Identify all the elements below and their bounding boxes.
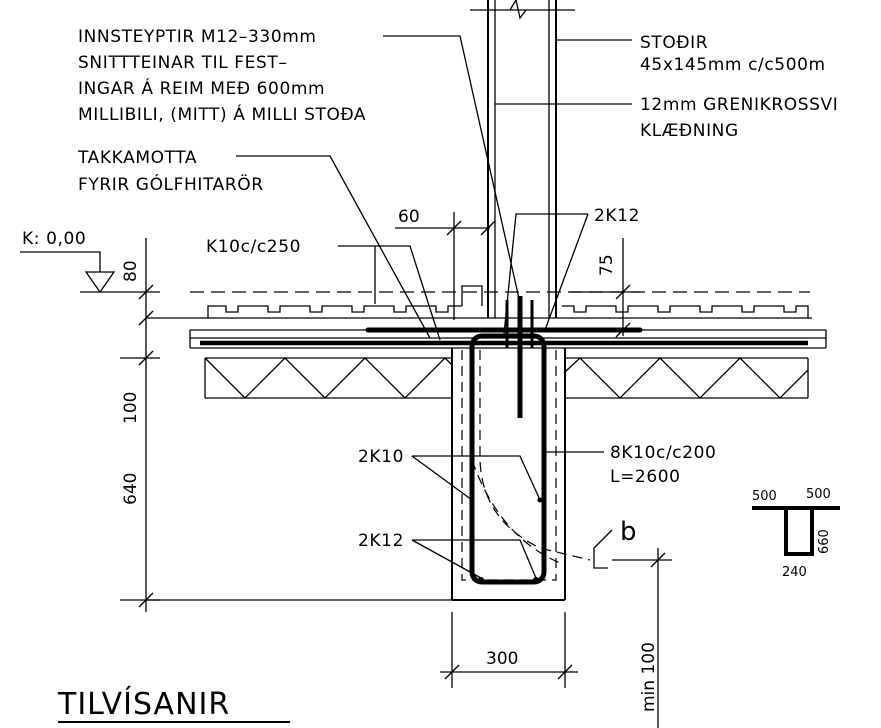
dim-60: 60 — [395, 207, 496, 320]
plywood-note: 12mm GRENIKROSSVI KLÆÐNING — [495, 95, 838, 141]
plywood-label-line-2: KLÆÐNING — [640, 121, 739, 141]
section-mark-label: b — [620, 517, 637, 547]
section-height: 660 — [817, 529, 832, 554]
dimple-mat-right — [562, 305, 809, 318]
section-flange-left: 500 — [752, 489, 777, 504]
top-rebar-note: 2K12 — [503, 206, 640, 335]
anchor-bolt-leader — [383, 35, 523, 313]
dim-75: 75 — [570, 238, 640, 338]
section-width: 240 — [782, 565, 807, 580]
anchor-bolt-note: INNSTEYPTIR M12–330mm SNITTTEINAR TIL FE… — [78, 27, 523, 313]
dim-100-label: 100 — [121, 392, 141, 424]
foundation-beam — [451, 296, 591, 601]
dim-min100-label: min 100 — [639, 642, 659, 712]
dim-80-label: 80 — [121, 260, 141, 282]
slab-rebar-note: K10c/c250 — [206, 237, 441, 341]
stud-label-line-1: STOÐIR — [640, 33, 708, 53]
mid-rebar-label: 2K10 — [358, 447, 404, 467]
top-rebar-label: 2K12 — [594, 206, 640, 226]
wall-stud — [470, 0, 575, 318]
anchor-bolt-line-2: SNITTTEINAR TIL FEST– — [78, 53, 287, 73]
left-dims: 80 100 640 — [120, 238, 452, 612]
title-block: TILVÍSANIR — [57, 686, 290, 723]
floor-heating-line-2: FYRIR GÓLFHITARÖR — [78, 173, 264, 195]
floor-heating-line-1: TAKKAMOTTA — [77, 148, 197, 168]
section-flange-right: 500 — [806, 487, 831, 502]
anchor-bolt-line-1: INNSTEYPTIR M12–330mm — [78, 27, 317, 47]
anchor-bolt-line-3: INGAR Á REIM MEÐ 600mm — [78, 77, 325, 99]
dim-75-label: 75 — [597, 254, 617, 276]
bottom-rebar-label: 2K12 — [358, 531, 404, 551]
dimple-mat-left — [207, 305, 462, 318]
slab-rebar-label: K10c/c250 — [206, 237, 301, 257]
mid-rebar-note: 2K10 — [358, 447, 541, 501]
page-title: TILVÍSANIR — [57, 686, 230, 722]
plywood-label-line-1: 12mm GRENIKROSSVI — [640, 95, 838, 115]
stud-label-line-2: 45x145mm c/c500m — [640, 55, 826, 75]
bottom-rebar-note: 2K12 — [358, 531, 537, 579]
stirrup-note: 8K10c/c200 L=2600 — [544, 443, 716, 487]
stud-note: STOÐIR 45x145mm c/c500m — [556, 33, 826, 75]
dim-640-label: 640 — [121, 473, 141, 505]
insulation — [204, 357, 809, 399]
floor-heating-leader — [236, 155, 431, 339]
anchor-bolt-line-4: MILLIBILI, (MITT) Á MILLI STOÐA — [78, 103, 366, 125]
bent-bar-dashed — [479, 350, 591, 561]
level-mark: K: 0,00 — [20, 229, 120, 294]
level-label: K: 0,00 — [22, 229, 86, 249]
dim-60-label: 60 — [398, 207, 420, 227]
dim-300-label: 300 — [486, 649, 518, 669]
section-mark-b: b — [593, 517, 637, 569]
stirrup-label-line-1: 8K10c/c200 — [610, 443, 716, 463]
dim-300: 300 — [440, 612, 578, 688]
floor-heating-note: TAKKAMOTTA FYRIR GÓLFHITARÖR — [77, 148, 431, 339]
dim-min100: min 100 — [612, 548, 672, 728]
stirrup-label-line-2: L=2600 — [610, 467, 681, 487]
section-detail: 500 500 660 240 — [752, 487, 840, 580]
